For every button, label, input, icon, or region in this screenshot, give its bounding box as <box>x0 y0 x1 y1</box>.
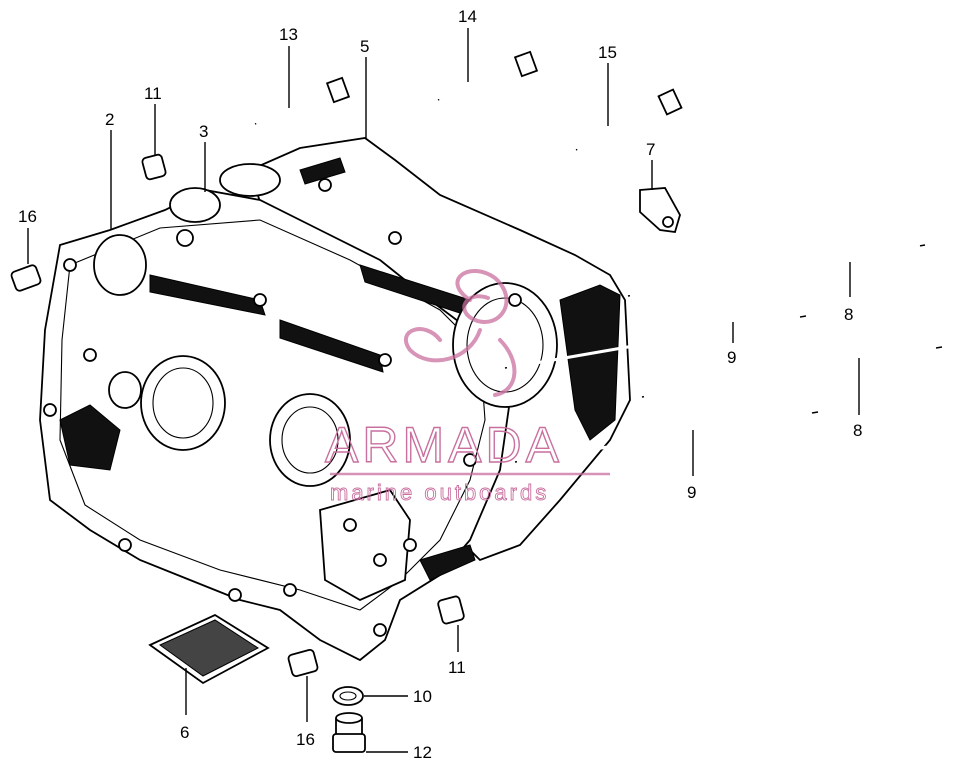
stud-9-lower <box>514 411 819 464</box>
watermark-tagline: marine outboards <box>330 480 549 505</box>
dowel-pin-16-left <box>10 264 42 292</box>
sealing-washer-10-inner <box>339 691 357 701</box>
bearing-bore-second-inner <box>281 406 339 474</box>
bolt-holes <box>43 178 522 637</box>
rib-shading-3 <box>559 284 621 441</box>
bolt-15 <box>575 88 683 151</box>
watermark-name: ARMADA <box>325 417 563 473</box>
callout-16-bottom: 16 <box>296 730 315 749</box>
callout-11-bottom: 11 <box>448 658 466 677</box>
callout-9-lower: 9 <box>687 483 696 502</box>
bolt-13 <box>254 76 351 125</box>
rib-shading-4 <box>299 157 346 185</box>
rib-shading-1 <box>149 274 266 316</box>
bearing-bore-main-inner <box>152 367 214 439</box>
callout-3: 3 <box>199 122 208 141</box>
drain-plug-12 <box>332 712 366 753</box>
callout-13: 13 <box>279 25 298 44</box>
rib-shading-5 <box>419 544 476 581</box>
dowel-pin-16-bottom <box>287 649 319 677</box>
stud-8-upper <box>627 244 926 298</box>
callout-9-upper: 9 <box>727 348 736 367</box>
callout-5: 5 <box>360 37 369 56</box>
dowel-pin-11-top <box>141 153 167 181</box>
sealing-washer-10 <box>332 686 364 706</box>
mounting-plate <box>319 488 411 602</box>
callout-7: 7 <box>646 140 655 159</box>
leader-lines <box>27 28 860 753</box>
watermark-swirl-icon <box>403 268 517 397</box>
bolt-14 <box>437 50 539 101</box>
watermark-logo <box>330 268 610 476</box>
callout-15: 15 <box>598 43 617 62</box>
callout-16-left: 16 <box>18 207 37 226</box>
bore-top-left <box>93 234 147 296</box>
oil-strainer-6 <box>148 613 270 685</box>
stud-8-lower <box>641 346 943 399</box>
bracket-7-hole <box>662 216 674 228</box>
rib-shading-2 <box>279 319 384 373</box>
callout-8-upper: 8 <box>844 305 853 324</box>
callout-14: 14 <box>458 7 477 26</box>
bearing-bore-main <box>140 355 226 451</box>
callout-2: 2 <box>105 110 114 129</box>
callout-6: 6 <box>180 723 189 742</box>
stud-9-upper <box>504 315 807 370</box>
bracket-7 <box>639 187 681 233</box>
callout-10: 10 <box>413 687 432 706</box>
dowel-pin-11-bottom <box>437 595 465 625</box>
crankcase-assembly <box>39 137 631 662</box>
callout-11-top: 11 <box>144 84 162 103</box>
callout-8-lower: 8 <box>853 421 862 440</box>
boss-top-3 <box>169 187 221 223</box>
bore-small-left <box>108 371 142 409</box>
callout-12: 12 <box>413 743 432 762</box>
rib-shading-6 <box>59 404 121 471</box>
boss-top-5 <box>219 163 281 197</box>
